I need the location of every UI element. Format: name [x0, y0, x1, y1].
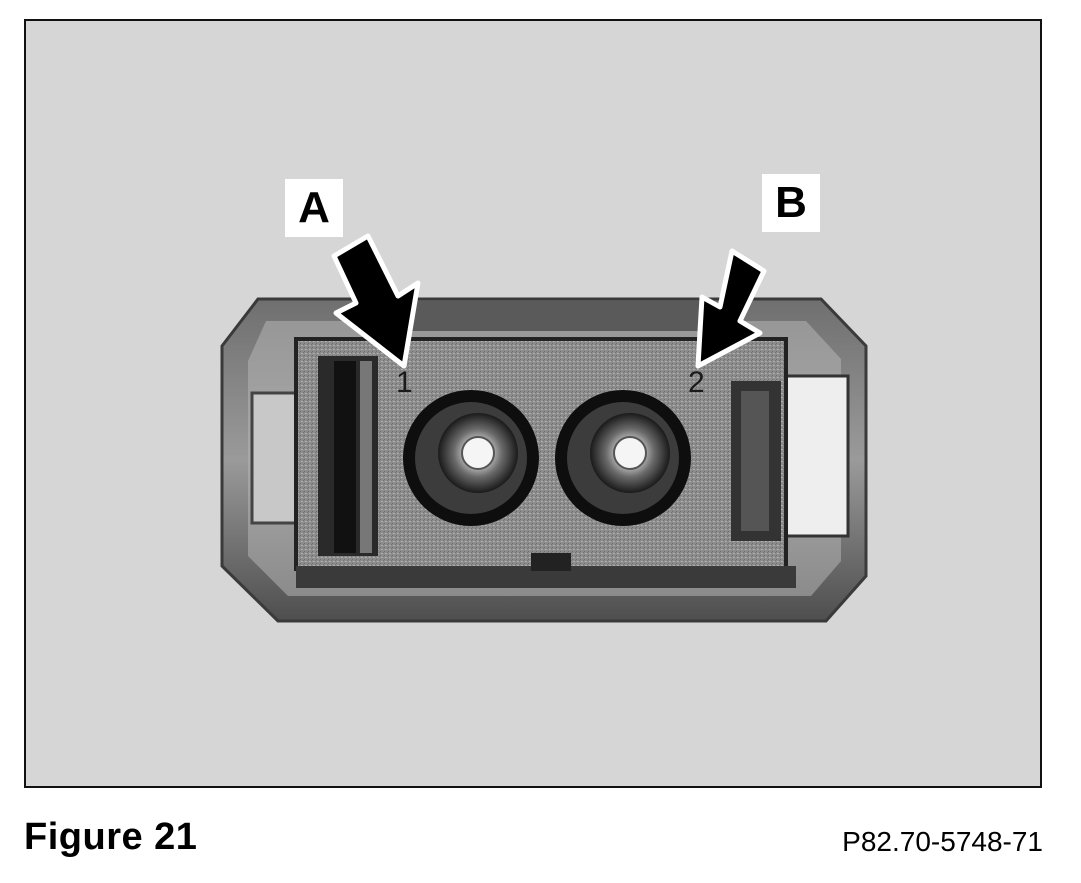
connector-illustration — [220, 233, 868, 623]
connector-photo: A B 1 2 — [24, 19, 1042, 788]
pin-label-1: 1 — [396, 366, 413, 399]
callout-a: A — [285, 179, 343, 237]
reference-code: P82.70-5748-71 — [842, 826, 1043, 857]
callout-b: B — [762, 174, 820, 232]
latch-window-right — [784, 374, 850, 538]
pin-label-2: 2 — [688, 366, 705, 399]
arrow-b — [695, 248, 767, 369]
figure-caption: Figure 21 — [24, 816, 198, 858]
arrow-a — [331, 233, 421, 369]
